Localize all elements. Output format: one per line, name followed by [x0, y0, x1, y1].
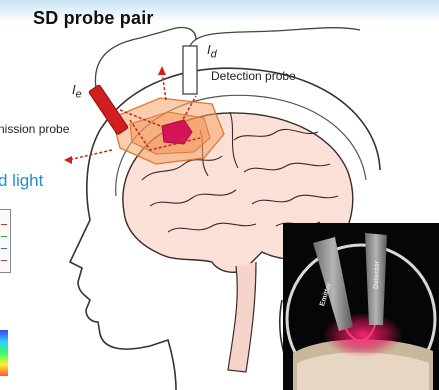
legend-line — [1, 248, 7, 249]
arrow-up — [158, 66, 166, 75]
detection-probe-label: Detection probe — [211, 69, 296, 83]
light-caption: d light — [0, 171, 43, 191]
detected-intensity-label: Id — [207, 42, 217, 61]
light-glow — [323, 313, 403, 357]
inset-drawing — [283, 223, 439, 390]
tissue-layer — [297, 353, 429, 390]
emitted-intensity-label: Ie — [72, 82, 82, 101]
legend-line — [1, 236, 7, 237]
legend-line — [1, 224, 7, 225]
color-scale-bar — [0, 330, 8, 376]
brain-stem — [228, 262, 256, 372]
legend-line — [1, 260, 7, 261]
cropped-legend — [0, 209, 11, 273]
detection-probe — [183, 28, 360, 94]
detector-label: Detector — [373, 261, 381, 290]
arrow-left — [64, 156, 72, 164]
inset-photo: Emitter Detector — [283, 223, 439, 390]
emission-probe-label: nission probe — [0, 122, 69, 136]
